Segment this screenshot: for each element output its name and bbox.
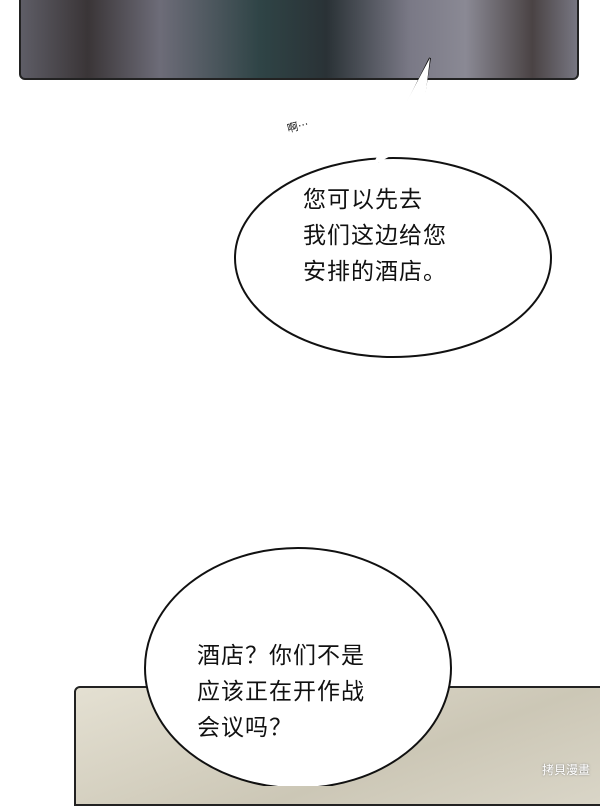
speech-bubble-2 xyxy=(144,547,452,786)
bubble-2-line: 应该正在开作战 xyxy=(197,679,365,705)
bubble-1-line: 您可以先去 xyxy=(303,187,423,213)
bubble-1-line: 安排的酒店。 xyxy=(303,259,447,285)
bubble-2-text: 酒店？你们不是 应该正在开作战 会议吗？ xyxy=(197,638,365,746)
bubble-1-line: 我们这边给您 xyxy=(303,223,447,249)
speech-bubble-1 xyxy=(233,156,553,359)
bubble-2-line: 酒店？你们不是 xyxy=(197,643,365,669)
bubble-1-text: 您可以先去 我们这边给您 安排的酒店。 xyxy=(303,182,447,290)
watermark: 拷貝漫畫 xyxy=(541,763,590,777)
bubble-2-line: 会议吗？ xyxy=(197,715,293,741)
top-comic-panel xyxy=(19,0,579,80)
speech-bubbles xyxy=(144,57,553,786)
